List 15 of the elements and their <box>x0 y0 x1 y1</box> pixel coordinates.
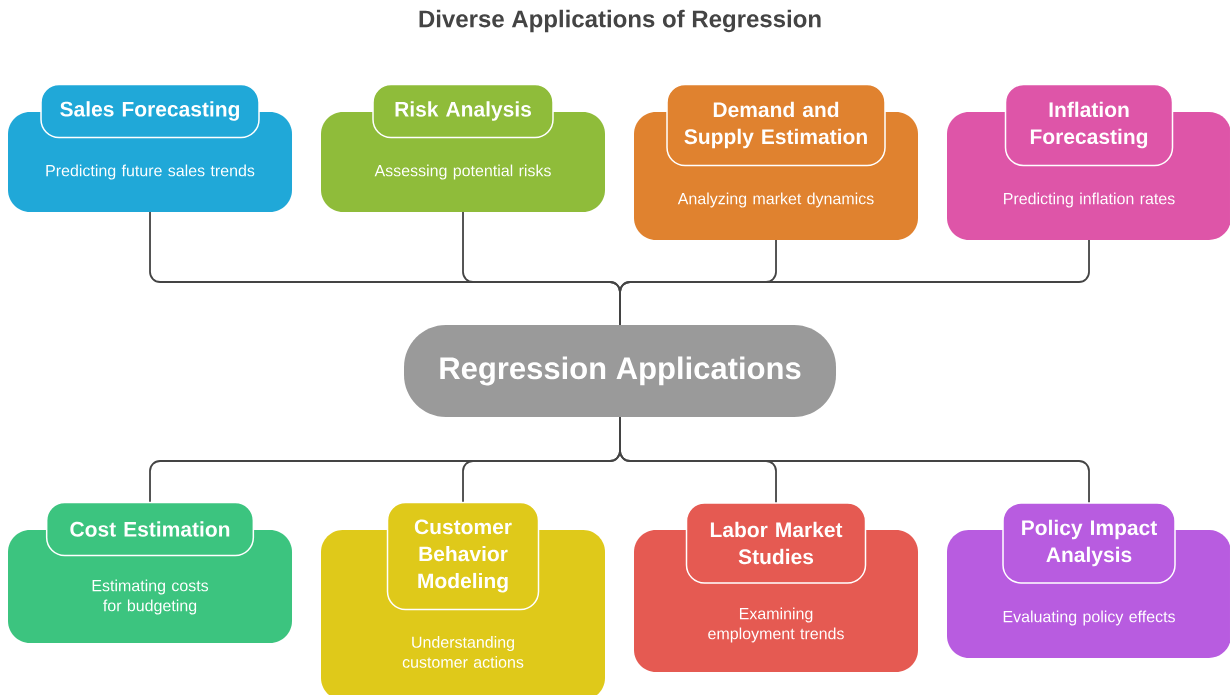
heading-tab: Demand and Supply Estimation <box>666 83 886 167</box>
node-label: Predicting inflation rates <box>1004 192 1175 208</box>
heading-tab: Customer Behavior Modeling <box>386 501 540 611</box>
node-label: Analyzing market dynamics <box>677 192 874 208</box>
node-label: Assessing potential risks <box>374 164 551 180</box>
title: Diverse Applications of Regression <box>419 9 821 33</box>
node-label: Evaluating policy effects <box>1003 610 1175 626</box>
center-pill: Regression Applications <box>404 325 836 417</box>
heading-tab: Policy Impact Analysis <box>1002 502 1176 584</box>
heading-tab: Labor Market Studies <box>685 502 867 584</box>
node-label: Predicting future sales trends <box>46 164 255 180</box>
heading-tab: Inflation Forecasting <box>1004 83 1174 167</box>
connector-line <box>619 416 1090 504</box>
node-label: Estimating costs for budgeting <box>92 579 209 615</box>
connector-line <box>619 239 1090 326</box>
